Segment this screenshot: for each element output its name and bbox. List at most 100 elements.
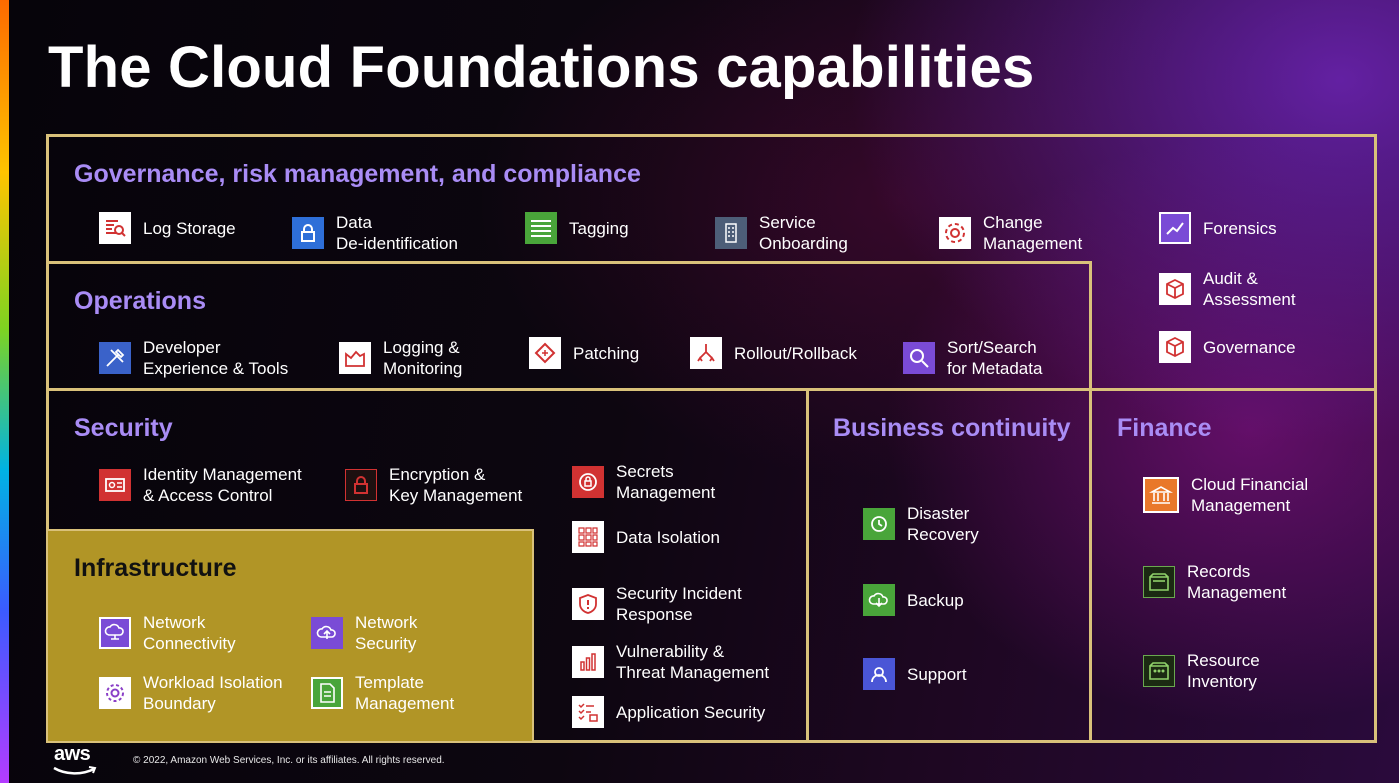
capability-label: Network Security [355,613,418,653]
capability-label: Logging & Monitoring [383,338,463,378]
lock-icon [292,217,324,249]
secret-lock-icon [572,466,604,498]
log-storage-icon [99,212,131,244]
capability-backup: Backup [863,584,964,616]
page-title: The Cloud Foundations capabilities [48,35,1035,100]
network-cloud-icon [99,617,131,649]
chart-line-icon [339,342,371,374]
workload-gear-icon [99,677,131,709]
capability-label: Rollout/Rollback [734,343,857,363]
capability-service-onboarding: Service Onboarding [715,212,848,254]
template-icon [311,677,343,709]
capability-label: Records Management [1187,562,1287,602]
capability-label: Disaster Recovery [907,504,979,544]
capability-developer-experience: Developer Experience & Tools [99,337,288,379]
cloud-upload-icon [311,617,343,649]
tagging-icon [525,212,557,244]
bar-chart-icon [572,646,604,678]
capability-label: Data Isolation [616,527,720,547]
capability-change-management: Change Management [939,212,1082,254]
capability-label: Tagging [569,218,629,238]
capability-label: Sort/Search for Metadata [947,338,1043,378]
capability-encryption-key: Encryption & Key Management [345,464,522,506]
checklist-lock-icon [572,696,604,728]
cloud-backup-icon [863,584,895,616]
capability-label: Patching [573,343,640,363]
capability-forensics: Forensics [1159,212,1277,244]
capability-audit-assessment: Audit & Assessment [1159,268,1296,310]
capability-label: Forensics [1203,218,1277,238]
grid-icon [572,521,604,553]
capability-logging-monitoring: Logging & Monitoring [339,337,462,379]
capability-network-connectivity: Network Connectivity [99,612,236,654]
capability-support: Support [863,658,967,690]
capability-label: Template Management [355,673,455,713]
capability-tagging: Tagging [525,212,629,244]
capability-label: Audit & Assessment [1203,269,1296,309]
section-title-business-continuity: Business continuity [833,414,1071,442]
support-icon [863,658,895,690]
capability-secrets-management: Secrets Management [572,461,715,503]
section-title-security: Security [74,414,173,442]
capability-template-management: Template Management [311,672,454,714]
capability-security-incident-response: Security Incident Response [572,583,742,625]
capability-log-storage: Log Storage [99,212,236,244]
capability-sort-search-metadata: Sort/Search for Metadata [903,337,1042,379]
capability-label: Change Management [983,213,1083,253]
capability-data-deidentification: Data De-identification [292,212,458,254]
capability-label: Cloud Financial Management [1191,475,1309,515]
capability-cloud-financial-management: Cloud Financial Management [1143,474,1308,516]
aws-logo: aws [52,743,102,779]
capability-label: Resource Inventory [1187,651,1260,691]
inventory-icon [1143,655,1175,687]
id-card-icon [99,469,131,501]
capability-data-isolation: Data Isolation [572,521,720,553]
building-icon [715,217,747,249]
capability-label: Security Incident Response [616,584,742,624]
capability-label: Network Connectivity [143,613,236,653]
fork-icon [690,337,722,369]
capability-label: Support [907,664,967,684]
capability-label: Data De-identification [336,213,458,253]
shield-alert-icon [572,588,604,620]
forensics-icon [1159,212,1191,244]
capability-network-security: Network Security [311,612,417,654]
capability-records-management: Records Management [1143,561,1286,603]
capability-vulnerability-threat: Vulnerability & Threat Management [572,641,769,683]
capability-label: Application Security [616,702,766,722]
gear-cycle-icon [939,217,971,249]
capability-label: Backup [907,590,964,610]
tools-icon [99,342,131,374]
capability-label: Identity Management & Access Control [143,465,302,505]
section-title-governance: Governance, risk management, and complia… [74,160,641,188]
capability-governance: Governance [1159,331,1296,363]
capability-label: Developer Experience & Tools [143,338,289,378]
accent-color-bar [0,0,9,783]
capability-disaster-recovery: Disaster Recovery [863,503,979,545]
records-icon [1143,566,1175,598]
capability-patching: Patching [529,337,639,369]
capability-identity-access: Identity Management & Access Control [99,464,302,506]
copyright-text: © 2022, Amazon Web Services, Inc. or its… [133,755,445,766]
capability-label: Encryption & Key Management [389,465,523,505]
bank-icon [1143,477,1179,513]
cube-icon [1159,331,1191,363]
capability-label: Log Storage [143,218,236,238]
cube-icon [1159,273,1191,305]
capability-rollout-rollback: Rollout/Rollback [690,337,857,369]
capability-application-security: Application Security [572,696,765,728]
capability-label: Secrets Management [616,462,716,502]
capability-label: Service Onboarding [759,213,848,253]
recovery-icon [863,508,895,540]
patch-icon [529,337,561,369]
capability-label: Workload Isolation Boundary [143,673,283,713]
capability-workload-isolation: Workload Isolation Boundary [99,672,283,714]
key-lock-icon [345,469,377,501]
section-title-infrastructure: Infrastructure [74,554,237,582]
capability-label: Governance [1203,337,1296,357]
capability-resource-inventory: Resource Inventory [1143,650,1260,692]
section-title-finance: Finance [1117,414,1212,442]
capability-label: Vulnerability & Threat Management [616,642,770,682]
section-title-operations: Operations [74,287,206,315]
magnifier-icon [903,342,935,374]
